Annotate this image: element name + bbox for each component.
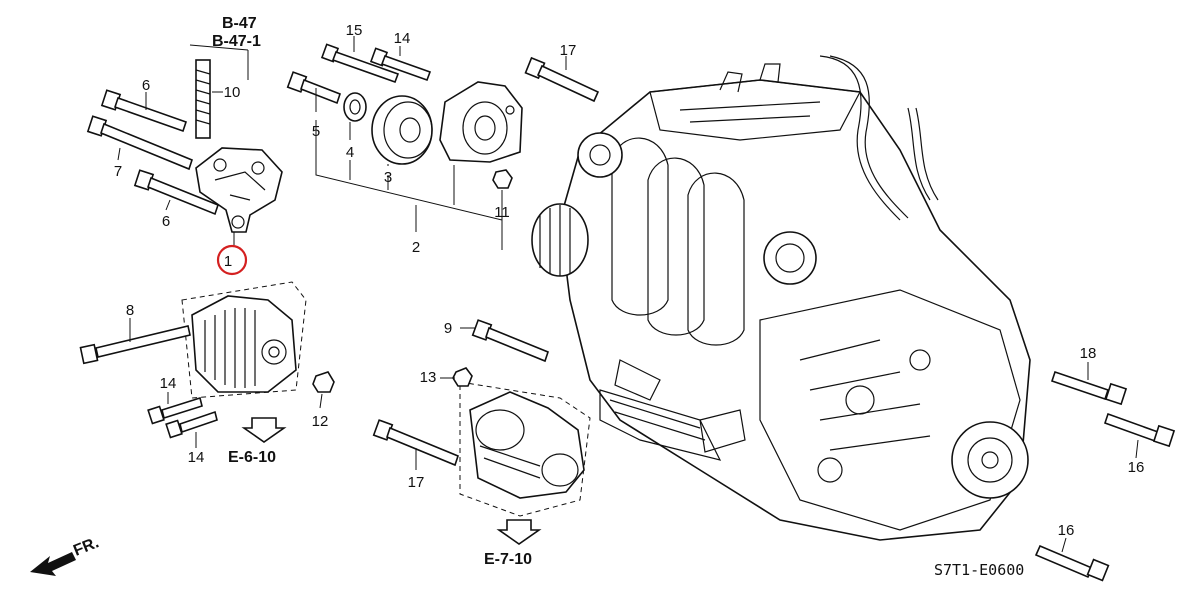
alternator-group-outline: [181, 281, 307, 399]
ref-b47-1: B-47-1: [212, 33, 261, 50]
callout-14-top: 14: [394, 30, 411, 47]
tensioner-body: [439, 81, 523, 163]
group-bracket-2: [315, 150, 503, 250]
callout-14-alt-upper: 14: [160, 375, 177, 392]
callout-16-mid: 16: [1128, 459, 1145, 476]
callout-labels: 1 2 3 4 5 6 6 7 8 9 10 11 12 13 14 14 14…: [114, 22, 1145, 539]
callout-1: 1: [224, 253, 232, 270]
ref-arrow-e610: [241, 417, 287, 443]
bolt-14-alt-lower: [165, 410, 218, 439]
callout-14-alt-lower: 14: [188, 449, 205, 466]
callout-4: 4: [346, 144, 354, 161]
bolt-17-starter: [372, 419, 459, 467]
alternator: [191, 295, 297, 393]
item-1-highlight-ring: [216, 244, 248, 276]
callout-12: 12: [312, 413, 329, 430]
ref-e710: E-7-10: [484, 551, 532, 568]
reference-labels: B-47 B-47-1 E-6-10 E-7-10: [212, 15, 532, 568]
callout-7: 7: [114, 163, 122, 180]
callout-9: 9: [444, 320, 452, 337]
nut-13: [452, 367, 473, 387]
callout-6-lower: 6: [162, 213, 170, 230]
group-bracket-ticks: [349, 160, 503, 232]
bolt-16-bottom: [1034, 544, 1110, 582]
callout-2: 2: [412, 239, 420, 256]
idler-pulley-3: [371, 95, 433, 165]
engine-assembly: [531, 55, 1031, 541]
callout-8: 8: [126, 302, 134, 319]
ref-e610: E-6-10: [228, 449, 276, 466]
callout-11: 11: [494, 204, 510, 221]
bolt-14-top: [369, 47, 432, 82]
front-direction-label: FR.: [71, 534, 101, 559]
starter-motor: [469, 391, 585, 499]
callout-17-top: 17: [560, 42, 577, 59]
callout-5: 5: [312, 123, 320, 140]
nut-12: [312, 371, 335, 393]
bolt-5: [286, 71, 341, 105]
callout-17-starter: 17: [408, 474, 425, 491]
ref-arrow-e710: [496, 519, 542, 545]
callout-15: 15: [346, 22, 363, 39]
diagram-code: S7T1-E0600: [934, 561, 1024, 579]
bolt-7: [86, 115, 193, 171]
bolt-15: [320, 43, 400, 84]
callout-13: 13: [420, 369, 437, 386]
bolt-8: [79, 325, 191, 365]
callout-6-upper: 6: [142, 77, 150, 94]
callout-3: 3: [384, 169, 392, 186]
front-direction-arrow: FR.: [30, 534, 101, 576]
bolt-6-upper: [100, 89, 188, 133]
nut-11: [492, 169, 513, 189]
bolt-14-alt-upper: [147, 396, 203, 425]
leader-lines: [117, 36, 1139, 553]
callout-16-bottom: 16: [1058, 522, 1075, 539]
bolt-18: [1050, 370, 1128, 406]
bolt-17-top: [524, 56, 600, 103]
bolt-16-mid: [1103, 412, 1176, 448]
callout-10: 10: [224, 84, 241, 101]
engine-mount-bracket: [195, 147, 283, 233]
stud-bolt-10: [195, 59, 211, 139]
bolt-6-lower: [133, 169, 219, 216]
ref-b47: B-47: [222, 15, 257, 32]
starter-group-outline: [459, 381, 591, 517]
bolt-9: [471, 319, 549, 363]
callout-18: 18: [1080, 345, 1097, 362]
collar-4: [343, 92, 367, 122]
